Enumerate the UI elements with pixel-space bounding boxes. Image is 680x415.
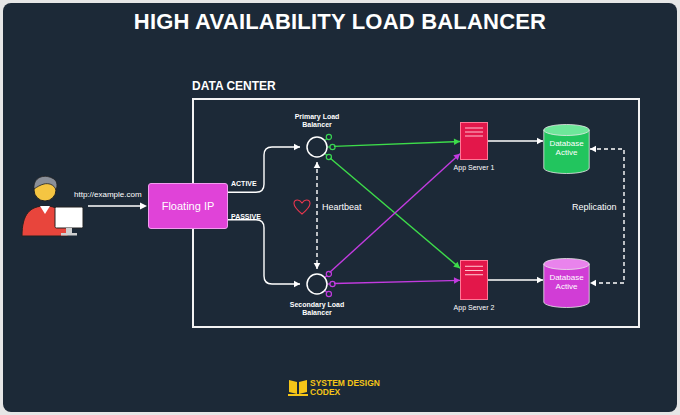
- user-icon: [22, 176, 83, 236]
- load-balancer-node: Secondary Load Balancer: [305, 272, 329, 296]
- load-balancer-node: Primary Load Balancer: [305, 135, 329, 159]
- connector: [330, 154, 460, 273]
- node-label: Secondary Load Balancer: [289, 301, 345, 317]
- node-text: Database Active: [543, 273, 590, 291]
- arrow-head: [590, 280, 596, 287]
- server-lines: [461, 261, 487, 299]
- node-text: Database Active: [543, 139, 590, 157]
- node-text: Floating IP: [162, 200, 215, 212]
- arrow-head: [314, 263, 321, 269]
- node-label: App Server 2: [454, 304, 495, 311]
- connector: [334, 280, 460, 283]
- arrow-head: [294, 281, 300, 288]
- request-arrow: [88, 203, 147, 210]
- connector: [488, 279, 543, 280]
- connector: [590, 149, 624, 283]
- connector: [228, 147, 300, 192]
- edge-label: ACTIVE: [231, 180, 257, 187]
- connector: [316, 162, 317, 269]
- arrow-head: [454, 277, 460, 284]
- arrow-head: [454, 138, 460, 145]
- edge-label: Replication: [572, 202, 617, 212]
- load-balancer-symbol: [305, 272, 329, 296]
- server-lines: [461, 123, 487, 159]
- arrow-head: [453, 262, 460, 268]
- app-server-box: App Server 2: [460, 260, 488, 300]
- heart-icon: [294, 200, 310, 214]
- arrow-head: [590, 146, 596, 153]
- edge-label: PASSIVE: [231, 213, 261, 220]
- watermark-logo: SYSTEM DESIGN CODEX: [310, 379, 380, 397]
- diagram-title: HIGH AVAILABILITY LOAD BALANCER: [0, 9, 680, 35]
- connector: [488, 140, 543, 141]
- arrow-head: [453, 154, 460, 160]
- node-label: Primary Load Balancer: [289, 113, 345, 129]
- arrow-head: [314, 162, 321, 168]
- edge-label: Heartbeat: [322, 202, 362, 212]
- url-label: http://example.com: [74, 190, 142, 199]
- arrow-head: [537, 138, 543, 145]
- app-server-box: App Server 1: [460, 122, 488, 160]
- database-cylinder: Database Active: [543, 258, 590, 308]
- connector: [334, 142, 460, 147]
- arrow-head: [537, 277, 543, 284]
- group-heading: DATA CENTER: [192, 79, 276, 93]
- node-label: App Server 1: [454, 164, 495, 171]
- load-balancer-symbol: [305, 135, 329, 159]
- arrow-head: [294, 144, 300, 151]
- floating-ip-box: Floating IP: [148, 183, 228, 229]
- database-cylinder: Database Active: [543, 124, 590, 174]
- connector: [228, 220, 300, 284]
- logo-icon: [288, 380, 308, 396]
- connector: [330, 158, 460, 268]
